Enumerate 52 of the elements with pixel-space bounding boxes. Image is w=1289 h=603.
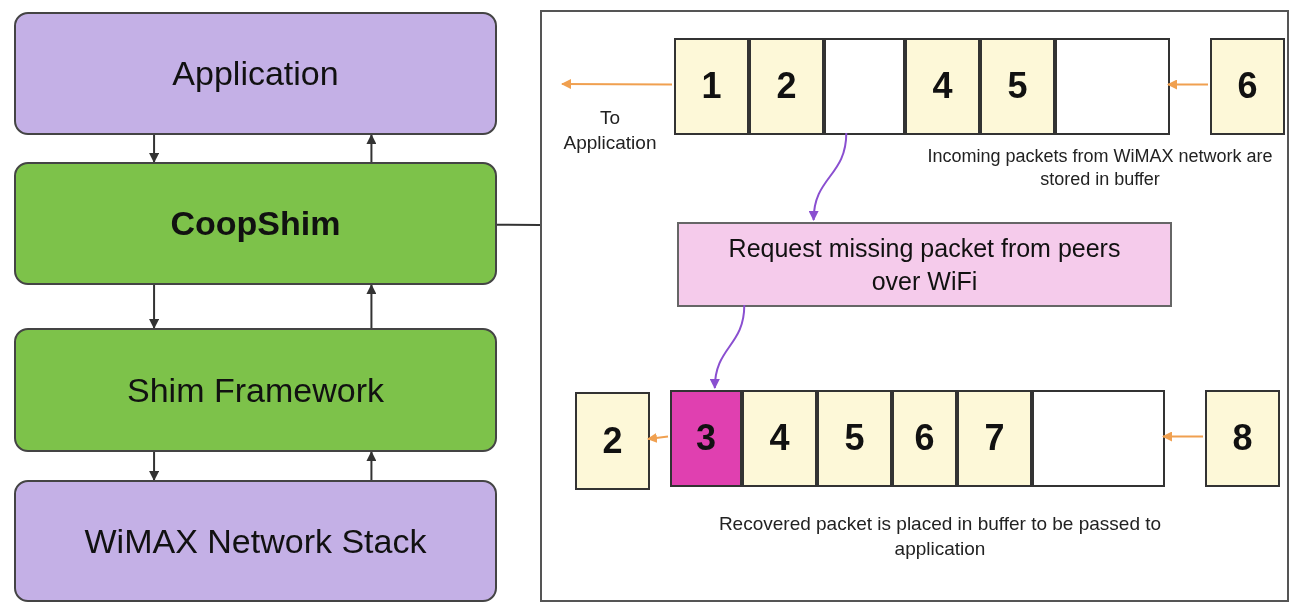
- arrow: [366, 134, 377, 163]
- note-text: Incoming packets from WiMAX network are stored in buffer: [926, 145, 1274, 192]
- arrow: [1167, 79, 1209, 90]
- node-label: Application: [172, 53, 339, 95]
- packet-cell: [1210, 38, 1285, 135]
- arrow: [366, 284, 377, 329]
- node-label: 1: [701, 64, 722, 109]
- empty-buffer-slot: [824, 38, 905, 135]
- arrow: [710, 304, 746, 389]
- arrow: [647, 432, 669, 443]
- packet-cell: [892, 390, 957, 487]
- node-label: 2: [776, 64, 797, 109]
- packet-cell: [674, 38, 749, 135]
- recovered-packet-cell: [670, 390, 742, 487]
- packet-cell: [817, 390, 892, 487]
- arrow: [149, 451, 160, 481]
- packet-cell: [1205, 390, 1280, 487]
- packet-cell: [905, 38, 980, 135]
- note-text: To Application: [562, 106, 658, 155]
- layer-box: [14, 480, 497, 602]
- arrow: [149, 134, 160, 163]
- node-label: 3: [696, 416, 716, 461]
- node-label: 6: [914, 416, 935, 461]
- arrow: [561, 79, 673, 90]
- arrow: [809, 132, 848, 221]
- arrow: [149, 284, 160, 329]
- buffer-panel: [540, 10, 1289, 602]
- node-label: 5: [844, 416, 865, 461]
- node-label: 2: [602, 418, 623, 463]
- layer-box: [14, 12, 497, 135]
- layer-box: [14, 162, 497, 285]
- node-label: 5: [1007, 64, 1028, 109]
- node-label: 7: [984, 416, 1005, 461]
- node-label: 4: [932, 64, 953, 109]
- packet-cell: [749, 38, 824, 135]
- node-label: 8: [1232, 416, 1253, 461]
- packet-cell: [980, 38, 1055, 135]
- arrow: [366, 451, 377, 481]
- arrow: [1162, 431, 1204, 442]
- packet-cell: [742, 390, 817, 487]
- node-label: Request missing packet from peers over WiFi: [727, 233, 1122, 297]
- request-box: [677, 222, 1172, 307]
- connector-line: [496, 223, 541, 226]
- node-label: WiMAX Network Stack: [84, 520, 427, 562]
- node-label: 4: [769, 416, 790, 461]
- node-label: 6: [1237, 64, 1258, 109]
- packet-cell: [957, 390, 1032, 487]
- node-label: CoopShim: [170, 203, 341, 245]
- note-text: Recovered packet is placed in buffer to be passed to application: [717, 512, 1163, 561]
- packet-cell: [575, 392, 650, 490]
- layer-box: [14, 328, 497, 452]
- node-label: Shim Framework: [127, 369, 384, 411]
